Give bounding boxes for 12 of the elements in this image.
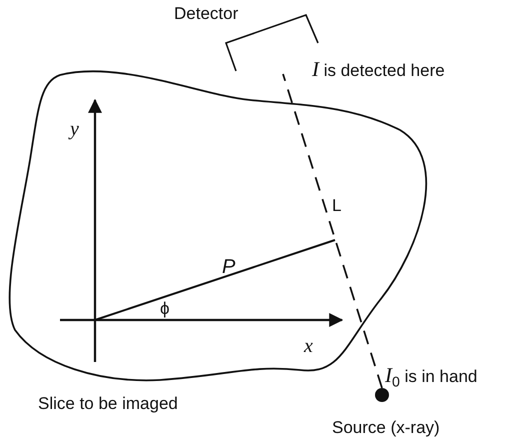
detection-note: I is detected here	[312, 57, 445, 82]
source-dot	[375, 388, 389, 402]
angle-label: ϕ	[160, 299, 170, 320]
axis-label: y	[70, 117, 79, 141]
detector-label: Detector	[174, 4, 238, 24]
line-label: L	[332, 196, 342, 216]
dashed-beam-line	[282, 74, 383, 388]
caption: Slice to be imaged	[38, 394, 178, 414]
vector-label: P	[222, 255, 236, 279]
source-note: I$_{0}$ is in hand	[385, 363, 478, 392]
axis-label: x	[304, 334, 313, 358]
node-label: Source (x-ray)	[332, 418, 440, 438]
